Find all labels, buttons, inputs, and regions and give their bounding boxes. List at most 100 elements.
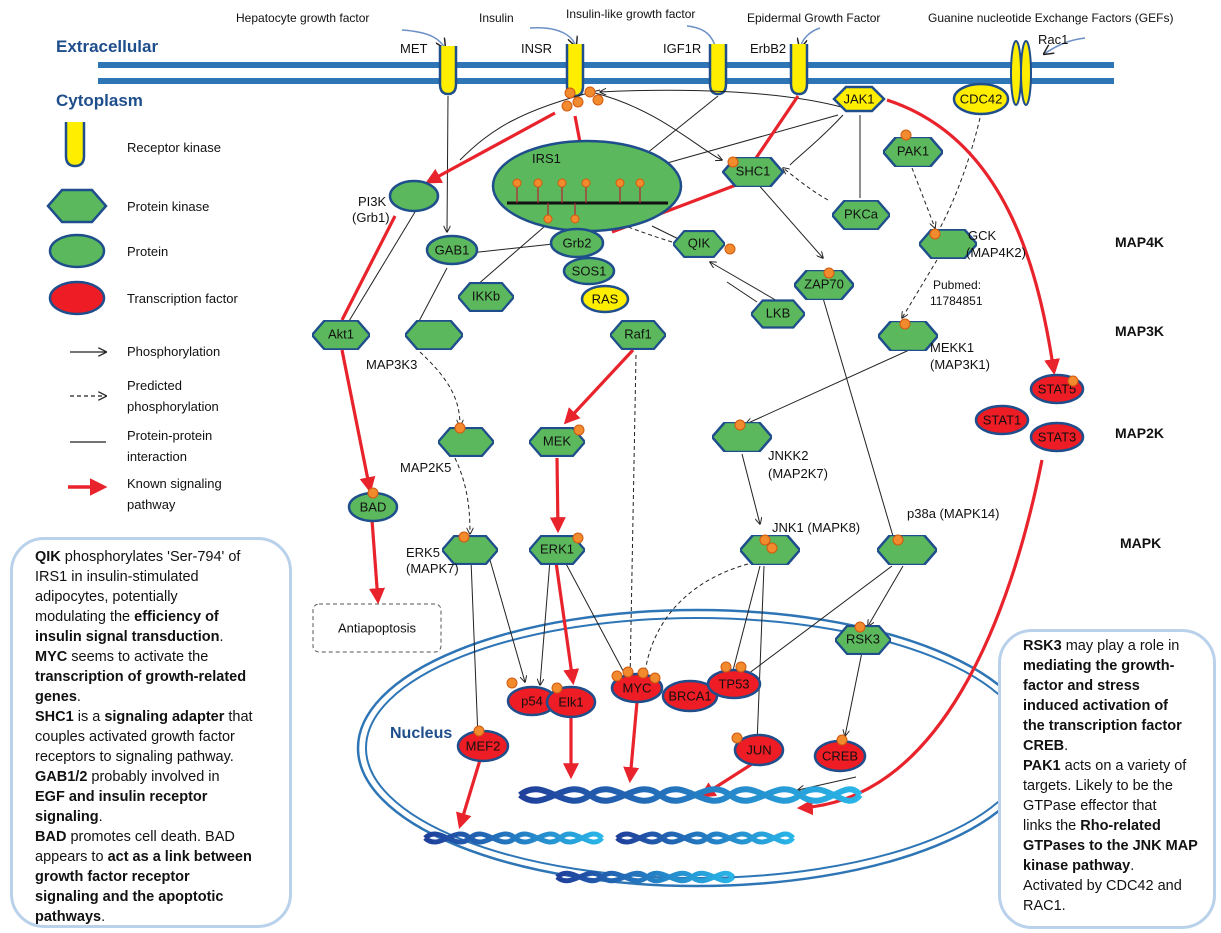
node-map3k3 bbox=[405, 320, 463, 350]
node-jnk1-label: JNK1 (MAPK8) bbox=[772, 520, 860, 535]
node-elk1-label: Elk1 bbox=[558, 694, 583, 709]
right-note-text: PAK1 bbox=[1023, 758, 1061, 774]
left-note-text: is a bbox=[73, 709, 105, 725]
right-note-line: GTPase effector that bbox=[1023, 796, 1205, 816]
left-note-line: couples activated growth factor bbox=[35, 727, 279, 747]
node-jnkk2-label-2: (MAP2K7) bbox=[768, 466, 828, 481]
left-note-line: growth factor receptor bbox=[35, 867, 279, 887]
node-brca1-label: BRCA1 bbox=[668, 688, 711, 703]
left-note-line: adipocytes, potentially bbox=[35, 587, 279, 607]
receptor-rac1-label: Rac1 bbox=[1038, 32, 1068, 47]
dna-helix-1 bbox=[518, 786, 863, 804]
receptor-rac1 bbox=[1010, 40, 1032, 106]
ligand-insulin-label: Insulin bbox=[479, 11, 514, 25]
node-map2k5-label: MAP2K5 bbox=[400, 460, 451, 475]
receptor-igf1r-label: IGF1R bbox=[663, 41, 701, 56]
left-note-text: pathways bbox=[35, 909, 102, 925]
left-note-line: QIK phosphorylates 'Ser-794' of bbox=[35, 547, 279, 567]
right-note-text: GTPase effector that bbox=[1023, 798, 1157, 814]
left-note-line: genes. bbox=[35, 687, 279, 707]
receptor-erbb2 bbox=[789, 44, 809, 96]
receptor-insr-label: INSR bbox=[521, 41, 552, 56]
node-gab1-label: GAB1 bbox=[435, 242, 470, 257]
right-note-text: GTPases to the JNK MAP bbox=[1023, 838, 1198, 854]
node-pak1-label: PAK1 bbox=[897, 143, 929, 158]
node-mef2-label: MEF2 bbox=[466, 738, 501, 753]
right-note-line: links the Rho-related bbox=[1023, 816, 1205, 836]
node-tp53-label: TP53 bbox=[718, 676, 749, 691]
legend-predicted-label-1: Predicted bbox=[127, 378, 182, 393]
node-cdc42-label: CDC42 bbox=[960, 91, 1003, 106]
ligand-egf-label: Epidermal Growth Factor bbox=[747, 11, 880, 25]
nucleus-label: Nucleus bbox=[390, 725, 452, 742]
right-note-text: induced activation of bbox=[1023, 698, 1169, 714]
node-map2k5 bbox=[438, 427, 494, 457]
left-note-text: genes bbox=[35, 689, 77, 705]
left-note-text: transcription of growth-related bbox=[35, 669, 247, 685]
node-erk1-label: ERK1 bbox=[540, 541, 574, 556]
phospho-dots bbox=[367, 86, 1079, 746]
node-pkca-label: PKCa bbox=[844, 206, 879, 221]
receptor-met bbox=[438, 46, 458, 96]
right-note-text: RSK3 bbox=[1023, 638, 1062, 654]
right-note-line: Activated by CDC42 and bbox=[1023, 876, 1205, 896]
node-shc1-label: SHC1 bbox=[736, 163, 771, 178]
right-note-text: the transcription factor bbox=[1023, 718, 1182, 734]
cytoplasm-label: Cytoplasm bbox=[56, 91, 143, 110]
left-note-line: transcription of growth-related bbox=[35, 667, 279, 687]
node-p38a bbox=[877, 535, 937, 565]
legend-protein-icon bbox=[48, 233, 106, 269]
node-pi3k-label-2: (Grb1) bbox=[352, 210, 390, 225]
left-note-text: couples activated growth factor bbox=[35, 729, 235, 745]
right-note-text: . bbox=[1130, 858, 1135, 874]
node-bad-label: BAD bbox=[360, 499, 387, 514]
right-note-line: RSK3 may play a role in bbox=[1023, 636, 1205, 656]
left-note-text: that bbox=[224, 709, 253, 725]
node-mekk1-label-1: MEKK1 bbox=[930, 340, 974, 355]
right-note-line: the transcription factor bbox=[1023, 716, 1205, 736]
right-note-text: kinase pathway bbox=[1023, 858, 1131, 874]
predicted-edges bbox=[419, 117, 981, 680]
node-qik-label: QIK bbox=[688, 235, 711, 250]
right-note-line: kinase pathway. bbox=[1023, 856, 1205, 876]
left-note-text: act as a link between bbox=[107, 849, 252, 865]
left-note-text: EGF and insulin receptor bbox=[35, 789, 208, 805]
left-note-text: GAB1/2 bbox=[35, 769, 88, 785]
node-gck-label-1: GCK bbox=[968, 228, 997, 243]
legend-receptor-kinase-icon bbox=[64, 122, 86, 168]
left-note-text: insulin signal transduction bbox=[35, 629, 220, 645]
dna-helix-2 bbox=[423, 831, 604, 845]
legend-known-label-2: pathway bbox=[127, 497, 176, 512]
legend-protein-kinase-icon bbox=[46, 188, 108, 224]
right-note-line: targets. Likely to be the bbox=[1023, 776, 1205, 796]
node-stat3 bbox=[1029, 421, 1085, 453]
node-jnkk2-label-1: JNKK2 bbox=[768, 448, 808, 463]
legend: Receptor kinase Protein kinase Protein T… bbox=[46, 122, 238, 512]
left-note-text: . bbox=[76, 689, 81, 705]
legend-receptor-kinase-label: Receptor kinase bbox=[127, 140, 221, 155]
legend-ppi-label-2: interaction bbox=[127, 449, 187, 464]
right-note-text: targets. Likely to be the bbox=[1023, 778, 1173, 794]
node-grb2 bbox=[549, 227, 605, 259]
node-p54-label: p54 bbox=[521, 693, 543, 708]
extracellular-label: Extracellular bbox=[56, 37, 158, 56]
left-note-text: seems to activate the bbox=[67, 649, 209, 665]
node-lkb-label: LKB bbox=[766, 305, 791, 320]
left-note-text: promotes cell death. BAD bbox=[66, 829, 235, 845]
node-akt1-label: Akt1 bbox=[328, 326, 354, 341]
left-note-line: MYC seems to activate the bbox=[35, 647, 279, 667]
ligand-arrows bbox=[401, 25, 1086, 54]
node-rsk3-label: RSK3 bbox=[846, 631, 880, 646]
dna-helix-3 bbox=[615, 831, 795, 845]
node-myc-label: MYC bbox=[623, 680, 652, 695]
left-note-text: modulating the bbox=[35, 609, 135, 625]
node-grb2-label: Grb2 bbox=[563, 235, 592, 250]
node-gab1 bbox=[425, 234, 479, 266]
left-note-text: signaling bbox=[35, 809, 99, 825]
left-note-text: MYC bbox=[35, 649, 68, 665]
right-note-line: factor and stress bbox=[1023, 676, 1205, 696]
right-note-text: acts on a variety of bbox=[1060, 758, 1187, 774]
ligand-gef-label: Guanine nucleotide Exchange Factors (GEF… bbox=[928, 11, 1173, 25]
